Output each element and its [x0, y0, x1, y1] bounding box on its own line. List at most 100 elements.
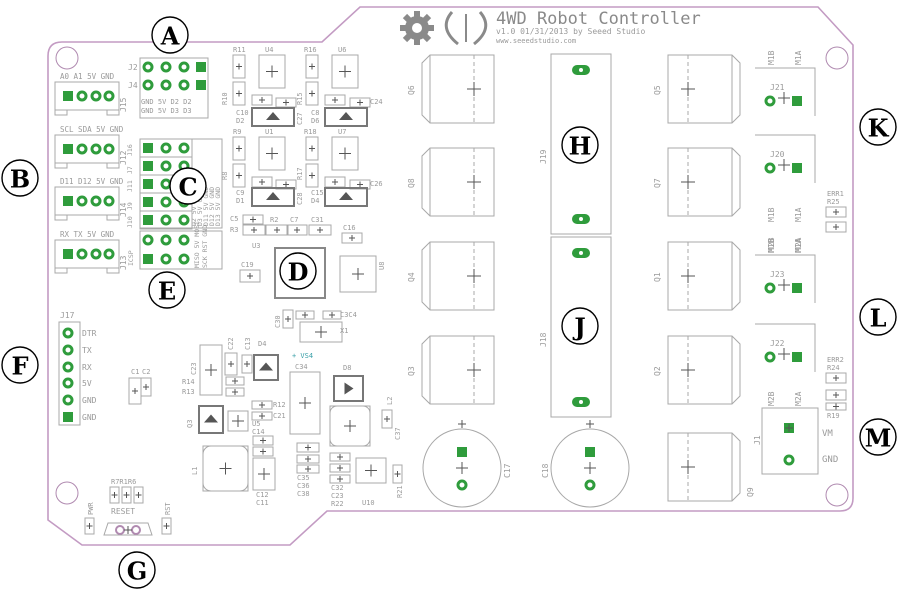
callout-circle — [169, 167, 207, 205]
center-mark — [247, 273, 253, 279]
round-pad — [178, 214, 190, 226]
refdes-label: D6 — [311, 117, 319, 125]
refdes-label: C16 — [343, 224, 356, 232]
connector-ref: J15 — [119, 97, 128, 112]
motor-label: M1B — [767, 50, 776, 65]
callout-g: G — [118, 551, 156, 589]
refdes-label: Q3 — [186, 420, 194, 428]
refdes-label: C3C4 — [340, 311, 357, 319]
round-pad — [178, 234, 190, 246]
led-label: R25 — [827, 198, 840, 206]
center-mark — [681, 175, 695, 189]
callout-letter: J — [572, 313, 585, 342]
refdes-label: R14 — [182, 378, 195, 386]
refdes-label: C28 — [296, 192, 304, 205]
center-mark — [266, 65, 278, 78]
center-mark — [337, 476, 343, 482]
diode-d2 — [251, 107, 295, 127]
component-outline — [258, 54, 286, 89]
led-label: ERR2 — [827, 356, 844, 364]
callout-circle — [561, 307, 599, 345]
digital-pin-labels: D13 5V GND — [214, 187, 222, 226]
component-outline — [199, 344, 223, 396]
refdes-label: D8 — [343, 364, 351, 372]
diode-symbol-icon — [339, 192, 353, 200]
motor-label: M1A — [794, 207, 803, 222]
terminal-label: GND — [822, 455, 838, 465]
center-mark — [833, 403, 839, 410]
header-row — [139, 210, 193, 230]
motor-label: M1B — [767, 238, 776, 253]
component-outline — [286, 224, 308, 236]
round-pad — [142, 79, 154, 91]
mounting-hole — [55, 46, 79, 70]
center-mark — [258, 468, 270, 480]
round-pad — [764, 95, 776, 107]
round-pad — [90, 90, 102, 102]
round-pad — [160, 79, 172, 91]
diode-symbol-icon — [259, 362, 273, 371]
callout-circle — [561, 126, 599, 164]
center-mark — [259, 413, 265, 419]
diode-symbol-icon — [266, 112, 280, 120]
center-mark — [236, 63, 242, 70]
power-header — [550, 236, 612, 418]
serial-pin-label: DTR — [82, 329, 97, 338]
component-outline — [295, 310, 315, 320]
inductor-l2 — [329, 405, 371, 447]
center-mark — [329, 312, 335, 318]
callout-circle — [118, 551, 156, 589]
center-mark — [339, 65, 351, 78]
center-mark — [681, 82, 695, 96]
refdes-label: R3 — [230, 226, 238, 234]
round-pad — [103, 90, 115, 102]
center-mark — [467, 175, 481, 189]
grove-pin-labels: RX TX 5V GND — [60, 230, 115, 239]
callout-circle — [1, 346, 39, 384]
refdes-label: R7R1R6 — [111, 478, 136, 486]
component-outline — [329, 452, 351, 462]
round-pad — [103, 143, 115, 155]
callout-c: C — [169, 167, 207, 205]
microcontroller-chip — [274, 247, 326, 299]
refdes-label: U8 — [378, 262, 386, 270]
callout-letter: E — [158, 277, 176, 306]
center-mark — [86, 523, 93, 529]
component-outline — [161, 517, 172, 535]
callout-j: J — [561, 307, 599, 345]
refdes-label: C19 — [241, 261, 254, 269]
net-label: + VS4 — [292, 352, 313, 360]
mosfet-left — [421, 54, 495, 124]
connector-latch — [54, 163, 120, 169]
component-outline — [308, 224, 332, 236]
servo-header — [139, 57, 209, 119]
diode-d8 — [333, 375, 364, 402]
refdes-label: U4 — [265, 46, 273, 54]
header-ref: J17 — [60, 311, 75, 320]
diode-symbol-icon — [339, 112, 353, 120]
refdes-label: L1 — [191, 467, 199, 475]
center-mark — [344, 420, 356, 432]
center-mark — [283, 181, 289, 188]
callout-b: B — [1, 159, 39, 197]
round-pad — [178, 142, 190, 154]
component-outline — [296, 442, 320, 453]
logo: 4WD Robot Controller v1.0 01/31/2013 by … — [400, 9, 701, 46]
inductor-l1 — [202, 445, 249, 492]
connector-ref: J21 — [770, 83, 785, 92]
mosfet-ref: Q7 — [653, 178, 662, 188]
header-ref: J16 — [126, 144, 134, 156]
icsp-pin-labels: SCK RST GND — [201, 225, 209, 268]
mosfet-right — [667, 335, 741, 405]
refdes-label: C24 — [370, 98, 383, 106]
round-pad — [160, 196, 172, 208]
refdes-label: L2 — [386, 397, 394, 405]
diode-d6 — [324, 107, 368, 127]
callout-d: D — [279, 252, 317, 290]
center-mark — [785, 424, 793, 432]
refdes-label: R22 — [331, 500, 344, 508]
center-mark — [236, 145, 242, 152]
callout-letter: B — [10, 165, 30, 194]
round-pad — [76, 143, 88, 155]
